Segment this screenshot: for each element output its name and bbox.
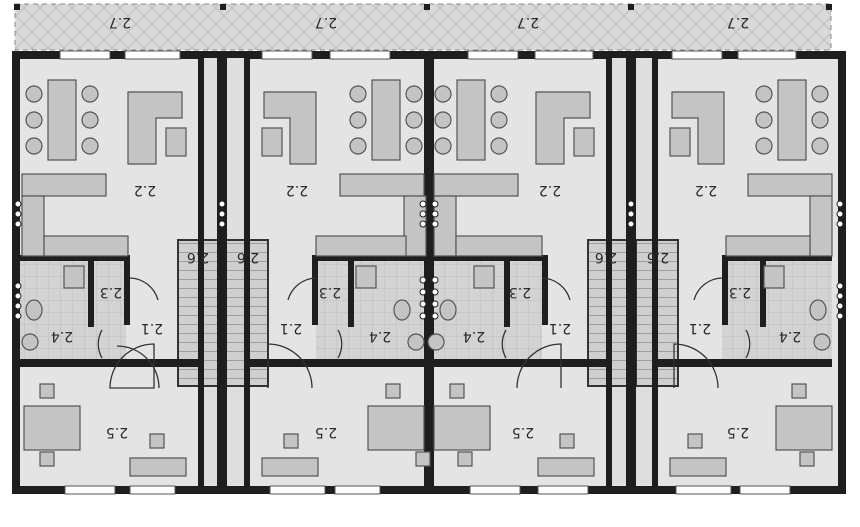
- unit-2-stairs-label: 2.6: [237, 249, 259, 265]
- unit-2-terrace-label: 2.7: [315, 14, 337, 30]
- walls: [20, 58, 832, 490]
- unit-4-bathroom-label: 2.4: [779, 328, 801, 344]
- furniture: [21, 79, 833, 477]
- unit-1-hall-label: 2.1: [141, 320, 163, 336]
- unit-4-living-label: 2.2: [695, 182, 717, 198]
- unit-2-study-label: 2.5: [315, 424, 337, 440]
- doors: [97, 277, 751, 389]
- service-dots: [14, 200, 844, 320]
- unit-1-terrace-label: 2.7: [109, 14, 131, 30]
- unit-3-wc-label: 2.3: [509, 284, 531, 300]
- unit-1-wc-label: 2.3: [100, 284, 122, 300]
- unit-3-living-label: 2.2: [539, 182, 561, 198]
- unit-3-stairs-label: 2.6: [595, 249, 617, 265]
- unit-1-living-label: 2.2: [134, 182, 156, 198]
- unit-1-bathroom-label: 2.4: [51, 328, 73, 344]
- unit-4-hall-label: 2.1: [689, 320, 711, 336]
- unit-3-bathroom-label: 2.4: [463, 328, 485, 344]
- unit-2-living-label: 2.2: [286, 182, 308, 198]
- unit-4-wc-label: 2.3: [729, 284, 751, 300]
- unit-4-stairs-label: 2.6: [647, 249, 669, 265]
- unit-2-wc-label: 2.3: [319, 284, 341, 300]
- unit-3-hall-label: 2.1: [549, 320, 571, 336]
- unit-1-study-label: 2.5: [106, 424, 128, 440]
- windows: [59, 50, 797, 495]
- terrace-strip: [14, 3, 832, 51]
- unit-2-hall-label: 2.1: [280, 320, 302, 336]
- unit-3-study-label: 2.5: [512, 424, 534, 440]
- unit-3-terrace-label: 2.7: [517, 14, 539, 30]
- unit-2-bathroom-label: 2.4: [369, 328, 391, 344]
- unit-4-terrace-label: 2.7: [727, 14, 749, 30]
- unit-4-study-label: 2.5: [727, 424, 749, 440]
- room-labels: 2.7 2.2 2.3 2.1 2.4 2.6 2.5 2.7 2.2 2.3 2.1 2.4 2.6 2…: [51, 14, 801, 440]
- unit-1-stairs-label: 2.6: [187, 249, 209, 265]
